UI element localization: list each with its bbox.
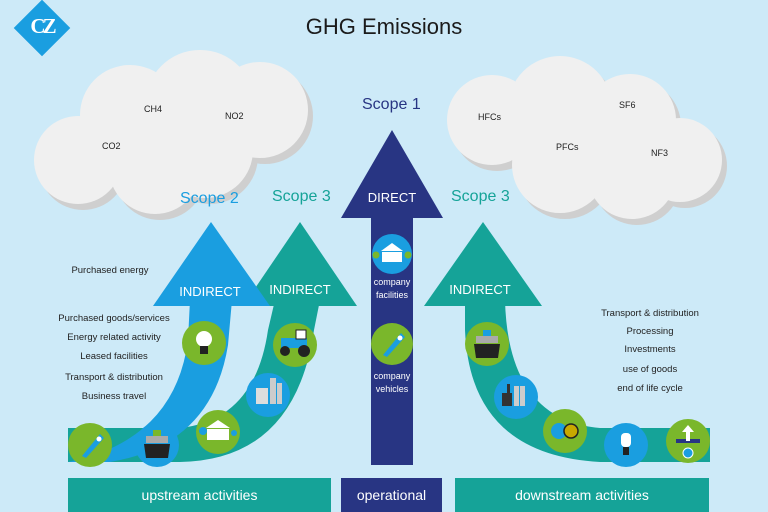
upstream-item: Business travel xyxy=(81,391,147,402)
factory-icon xyxy=(246,373,290,417)
scope3-downstream-label: Scope 3 xyxy=(451,188,510,205)
scope1-arrowhead xyxy=(341,130,443,218)
direct-label: DIRECT xyxy=(367,190,417,205)
company-vehicles-label: company vehicles xyxy=(367,370,417,396)
downstream-item: Processing xyxy=(626,326,674,337)
gas-label-hfcs: HFCs xyxy=(478,112,501,122)
scope2-arrowhead xyxy=(153,222,270,306)
downstream-item: end of life cycle xyxy=(617,383,683,394)
gas-label-nf3: NF3 xyxy=(651,148,669,158)
purchased-energy-label: Purchased energy xyxy=(71,265,149,276)
crossroads-icon xyxy=(666,419,710,463)
scope2-label: Scope 2 xyxy=(180,190,239,207)
downstream-item: use of goods xyxy=(622,364,678,375)
ship-icon xyxy=(135,423,179,467)
gas-label-co2: CO2 xyxy=(102,141,121,151)
upstream-activities-bar: upstream activities xyxy=(68,478,331,512)
building-icon xyxy=(196,410,240,454)
upstream-item: Energy related activity xyxy=(67,332,161,343)
gas-label-ch4: CH4 xyxy=(144,104,163,114)
downstream-activities-bar: downstream activities xyxy=(455,478,709,512)
ship-icon xyxy=(465,322,509,366)
company-facilities-line2: facilities xyxy=(375,290,408,300)
scope3-upstream-label: Scope 3 xyxy=(272,188,331,205)
rocket-icon xyxy=(68,423,112,467)
company-vehicles-line1: company xyxy=(373,371,411,381)
rocket-icon xyxy=(371,323,413,365)
scope1-label: Scope 1 xyxy=(362,96,421,113)
company-vehicles-line2: vehicles xyxy=(375,384,409,394)
factory-icon xyxy=(494,375,538,419)
globe-coin-icon xyxy=(543,409,587,453)
left-cloud xyxy=(34,50,313,220)
downstream-item: Transport & distribution xyxy=(601,308,699,319)
scope3-downstream-arrow-shaft xyxy=(465,300,710,462)
logo-text: CZ xyxy=(30,14,56,38)
upstream-item: Purchased goods/services xyxy=(58,313,170,324)
building-icon xyxy=(372,234,412,274)
scope3-upstream-arrowhead xyxy=(243,222,357,306)
scope3-downstream-indirect-label: INDIRECT xyxy=(449,282,511,297)
scope3-upstream-arrow-shaft xyxy=(68,300,320,462)
operational-bar: operational xyxy=(341,478,442,512)
cfl-bulb-icon xyxy=(604,423,648,467)
company-facilities-label: company facilities xyxy=(367,276,417,302)
upstream-item: Transport & distribution xyxy=(65,372,163,383)
upstream-item: Leased facilities xyxy=(80,351,148,362)
scope2-indirect-label: INDIRECT xyxy=(179,284,241,299)
lightbulb-icon xyxy=(182,321,226,365)
tractor-icon xyxy=(273,323,317,367)
gas-label-sf6: SF6 xyxy=(619,100,636,110)
scope3-downstream-arrowhead xyxy=(424,222,542,306)
company-facilities-line1: company xyxy=(373,277,411,287)
gas-label-no2: NO2 xyxy=(225,111,244,121)
scope3-upstream-indirect-label: INDIRECT xyxy=(269,282,331,297)
downstream-item: Investments xyxy=(624,344,676,355)
right-cloud xyxy=(447,56,727,225)
page-title: GHG Emissions xyxy=(305,14,463,39)
gas-label-pfcs: PFCs xyxy=(556,142,579,152)
